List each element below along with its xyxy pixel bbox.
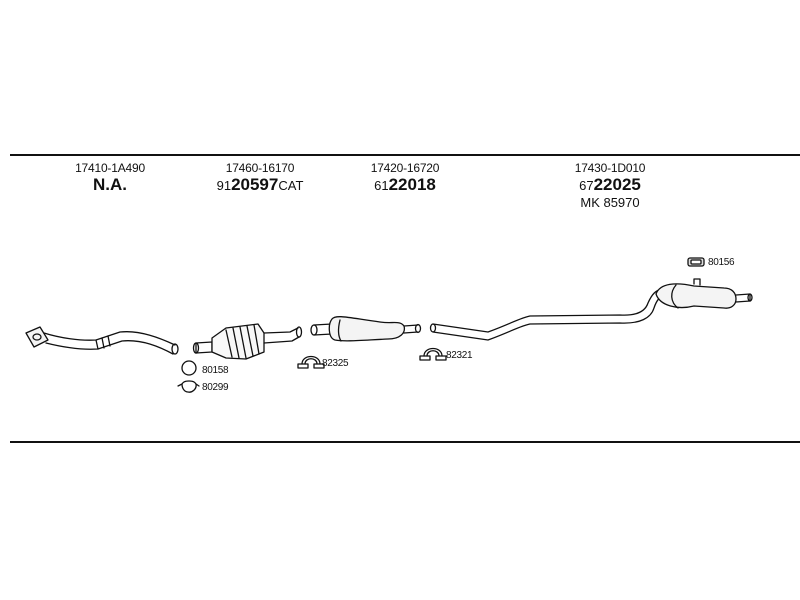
not-available-note: N.A.	[93, 175, 127, 194]
oem-number: 17420-16720	[370, 161, 440, 175]
rubber-mount-icon	[687, 257, 705, 267]
bottom-divider	[10, 441, 800, 443]
ring-label: 80158	[202, 365, 229, 376]
oem-number: 17460-16170	[225, 161, 295, 175]
oem-number: 17410-1A490	[75, 161, 145, 175]
clamp-label-2: 82321	[446, 350, 473, 361]
center-muffler	[310, 316, 422, 342]
gasket-label: 80299	[202, 382, 229, 393]
reference-number: 9120597CAT	[216, 175, 304, 194]
catalytic-converter	[192, 323, 303, 360]
gasket-icon	[177, 380, 200, 393]
part-column-center-muffler: 17420-16720 6122018	[350, 161, 460, 195]
part-column-catalyst: 17460-16170 9120597CAT	[195, 161, 325, 195]
rear-muffler	[655, 278, 753, 309]
rubber-mount-label: 80156	[708, 257, 735, 268]
reference-number: 6722025	[579, 175, 641, 194]
part-column-front-pipe: 17410-1A490 N.A.	[60, 161, 160, 195]
clamp-icon	[419, 347, 447, 361]
oem-number: 17430-1D010	[574, 161, 646, 175]
top-divider	[10, 154, 800, 156]
rear-pipe	[429, 288, 665, 341]
clamp-icon	[297, 355, 325, 369]
part-column-rear-muffler: 17430-1D010 6722025 MK 85970	[550, 161, 670, 210]
ring-icon	[181, 360, 197, 376]
front-pipe	[25, 326, 179, 355]
mounting-kit-number: MK 85970	[580, 195, 640, 210]
reference-number: 6122018	[374, 175, 436, 194]
clamp-label-1: 82325	[322, 358, 349, 369]
